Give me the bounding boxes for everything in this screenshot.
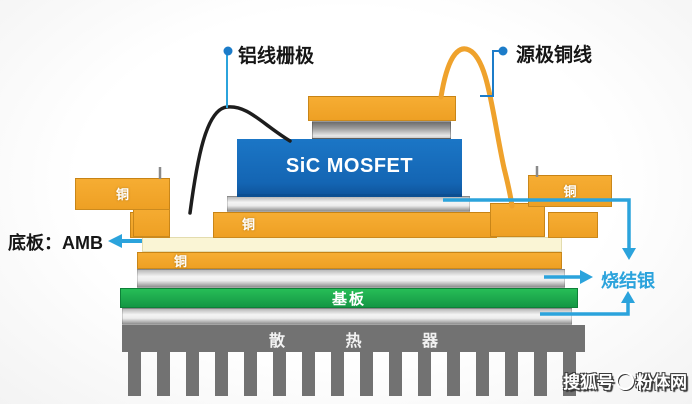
copper-label-right-terminal: 铜 (563, 183, 577, 199)
gate-callout-pin-icon (223, 46, 233, 56)
substrate-layer: 基板 (120, 288, 578, 308)
sinter-silver-layer-bottom (122, 308, 572, 325)
heatsink-base: 散 热 器 (122, 325, 585, 352)
sinter-arrow-mid-head-icon (580, 270, 593, 284)
source-wire-label: 源极铜线 (516, 45, 593, 66)
die-top-copper-clip (308, 96, 456, 121)
amb-top-copper-main-pad: 铜 (213, 212, 497, 238)
gate-bond-wire (188, 105, 292, 215)
right-terminal-leg (490, 203, 545, 237)
die-label: SiC MOSFET (285, 155, 414, 177)
watermark: 搜狐号 粉体网 (563, 368, 687, 393)
baseplate-label: 底板：AMB (8, 233, 103, 253)
sohu-circle-logo-icon (616, 371, 634, 390)
amb-bottom-copper-layer: 铜 (137, 252, 562, 269)
heatsink-fins (128, 352, 580, 396)
source-bond-wire (438, 46, 515, 209)
sic-mosfet-die: SiC MOSFET (237, 139, 462, 197)
amb-top-copper-right-pad (548, 212, 598, 238)
gate-wire-label: 铝线栅极 (238, 46, 315, 67)
watermark-platform: 搜狐号 (563, 373, 614, 392)
sinter-arrow-bottom-line (540, 303, 630, 316)
substrate-label: 基板 (331, 290, 366, 308)
left-terminal-leg (133, 205, 170, 237)
copper-label-midpad: 铜 (242, 217, 256, 232)
sinter-arrow-top-line (443, 198, 631, 248)
sinter-arrow-bottom-head-icon (621, 291, 635, 303)
sinter-arrow-top-head-icon (622, 248, 636, 260)
copper-label-left-terminal: 铜 (115, 186, 129, 202)
source-callout-line (480, 50, 499, 97)
source-callout-pin-icon (498, 46, 508, 56)
copper-label-bottom: 铜 (174, 254, 188, 269)
heatsink-label: 散 热 器 (269, 332, 466, 350)
sintered-silver-label: 烧结银 (601, 271, 655, 291)
left-terminal-block: 铜 (75, 178, 170, 210)
baseplate-arrowhead-icon (108, 234, 122, 248)
die-top-metal-layer (312, 121, 451, 139)
watermark-account: 粉体网 (636, 373, 687, 392)
